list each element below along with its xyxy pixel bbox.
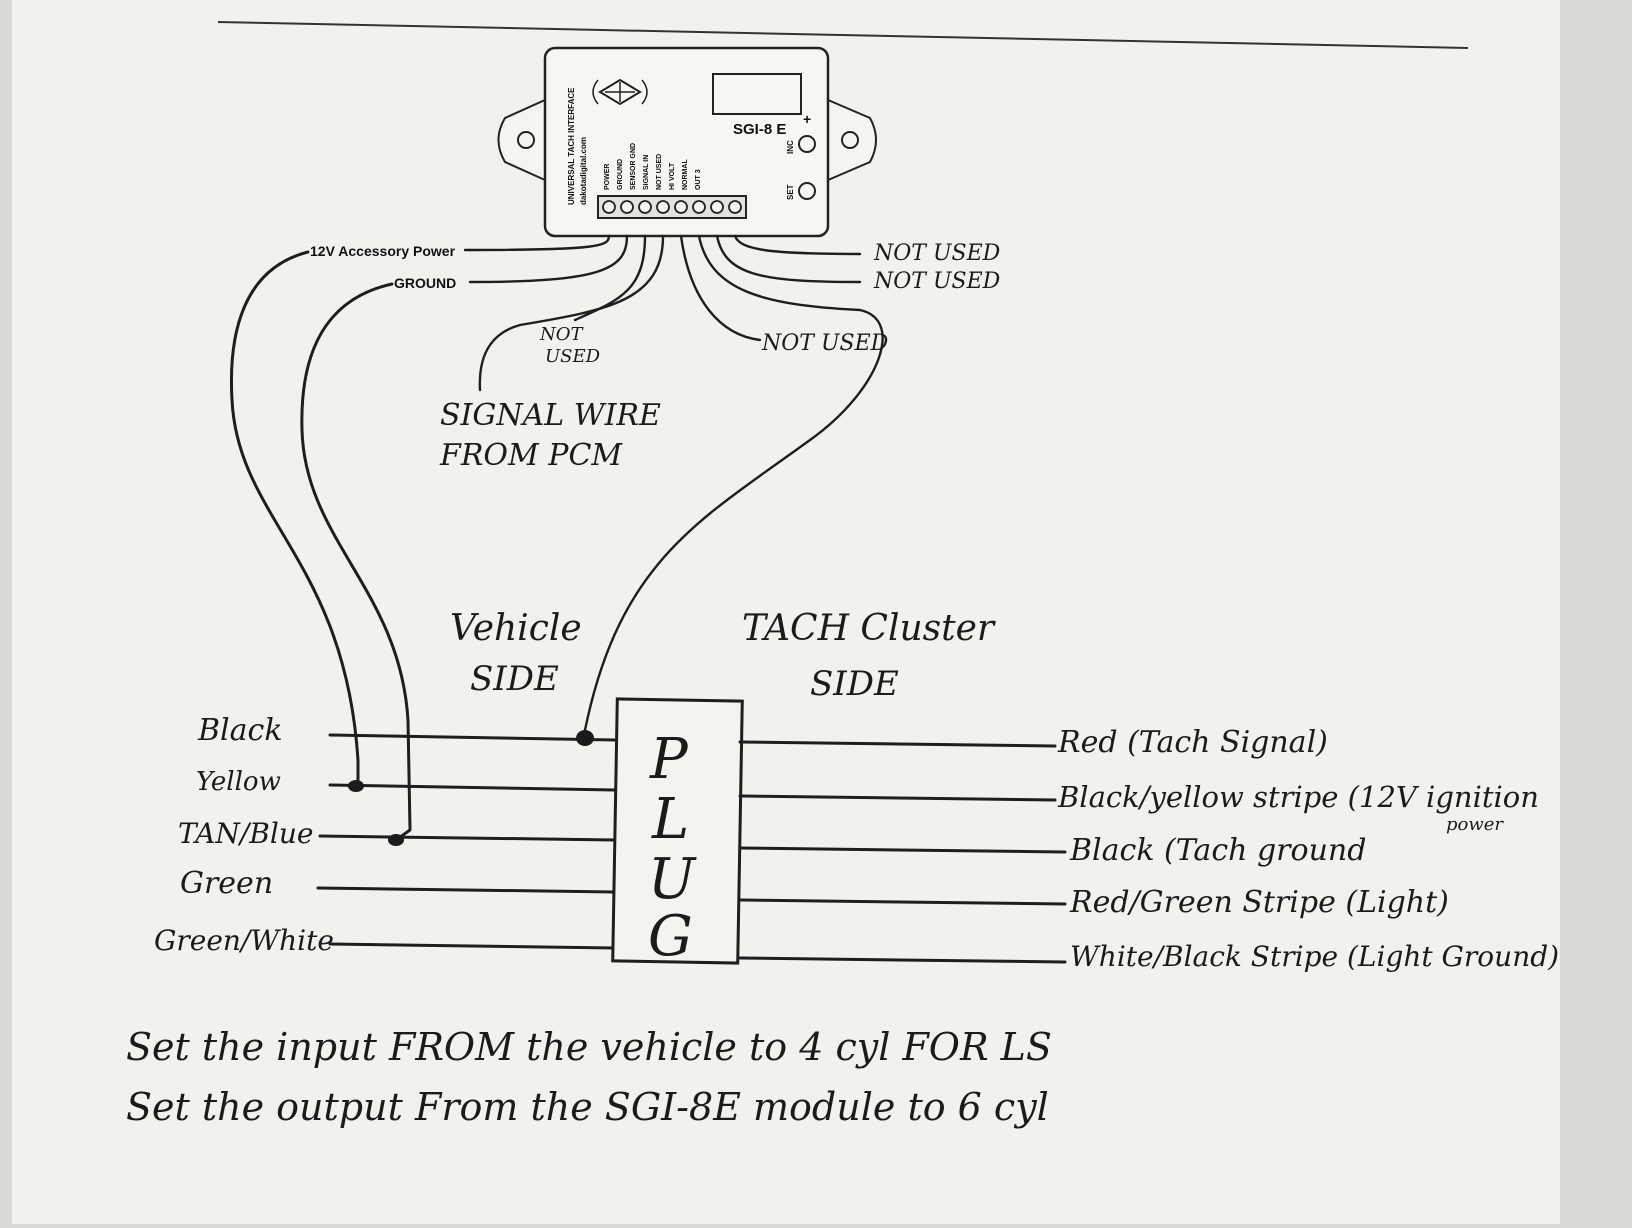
wire-power-out — [468, 234, 611, 252]
plug-letter-l: L — [651, 787, 689, 852]
terminal-label-sensor-gnd: SENSOR GND — [630, 143, 637, 190]
plug-letter-p: P — [649, 727, 689, 792]
wire-sensor-gnd-out — [573, 234, 647, 322]
vehicle-wire-label-green: Green — [180, 866, 273, 901]
module-flange — [497, 98, 877, 182]
plug-connector: P L U G — [611, 697, 744, 969]
vehicle-wire-label-black: Black — [197, 713, 283, 748]
set-button[interactable] — [798, 182, 816, 200]
plug-letter-g: G — [648, 904, 693, 969]
cluster-wire-label-red: Red (Tach Signal) — [1057, 725, 1328, 760]
cluster-wire-label-black: Black (Tach ground — [1069, 833, 1366, 868]
brand-line-2: dakotadigital.com — [579, 137, 588, 205]
label-signal-2: FROM PCM — [439, 438, 623, 473]
brand-logo — [592, 78, 648, 106]
inc-button-label: INC — [786, 140, 795, 154]
mount-hole-left — [517, 131, 535, 149]
wire-power-run — [229, 250, 360, 792]
splice-tan-blue — [388, 834, 404, 846]
wire-ground-run — [300, 282, 412, 842]
vehicle-wires — [316, 730, 617, 950]
cluster-wire-red-green — [738, 898, 1067, 906]
cluster-side-title: TACH Cluster — [742, 608, 996, 649]
inc-button[interactable] — [798, 135, 816, 153]
cluster-wire-black — [738, 846, 1067, 854]
vehicle-wire-black — [328, 733, 617, 742]
vehicle-wire-yellow — [328, 783, 617, 792]
terminal-label-out3: OUT 3 — [695, 169, 702, 190]
sgi-module: UNIVERSAL TACH INTERFACE dakotadigital.c… — [497, 46, 877, 238]
terminal-label-signal-in: SIGNAL IN — [643, 155, 650, 190]
splice-yellow — [348, 780, 364, 792]
wire-normal-out — [715, 234, 862, 284]
splice-black — [576, 730, 594, 746]
label-not-used-left-1: NOT — [539, 324, 585, 345]
label-ground: GROUND — [394, 275, 456, 291]
model-label: SGI-8 E — [733, 121, 786, 138]
module-body — [543, 46, 830, 238]
cluster-wire-label-white-black: White/Black Stripe (Light Ground) — [1070, 940, 1559, 973]
vehicle-side-sub: SIDE — [470, 659, 559, 699]
vehicle-wire-label-yellow: Yellow — [196, 767, 281, 797]
terminal-label-power: POWER — [604, 164, 611, 190]
wire-not-used-out — [679, 234, 762, 342]
plug-body — [611, 697, 744, 965]
cluster-wires — [738, 740, 1067, 964]
cluster-wire-red — [738, 740, 1057, 748]
set-button-label: SET — [786, 184, 795, 200]
wire-hi-volt-out — [583, 234, 884, 732]
brand-line-1: UNIVERSAL TACH INTERFACE — [567, 87, 576, 205]
vehicle-wire-green-white — [328, 942, 617, 950]
vehicle-wire-green — [316, 886, 617, 894]
wire-out3-out — [733, 234, 862, 256]
plus-sign: + — [803, 111, 811, 127]
cluster-wire-white-black — [738, 956, 1067, 964]
terminal-block — [597, 195, 747, 219]
label-not-used-3: NOT USED — [761, 331, 889, 356]
module-wires — [229, 234, 884, 842]
terminal-screws — [602, 200, 742, 214]
display-window — [712, 73, 802, 115]
terminal-label-ground: GROUND — [617, 159, 624, 190]
mount-hole-right — [841, 131, 859, 149]
cluster-wire-note-power: power — [1446, 814, 1504, 835]
label-not-used-1: NOT USED — [873, 241, 1001, 266]
wire-ground-out — [468, 234, 629, 284]
note-line-1: Set the input FROM the vehicle to 4 cyl … — [126, 1025, 1052, 1069]
plug-letter-u: U — [648, 847, 697, 912]
wire-signal-in-out — [478, 234, 665, 392]
label-not-used-left-2: USED — [545, 346, 601, 367]
vehicle-side-title: Vehicle — [450, 608, 582, 649]
vehicle-wire-label-green-white: Green/White — [154, 924, 334, 957]
vehicle-wire-label-tan-blue: TAN/Blue — [178, 817, 313, 850]
cluster-wire-label-red-green: Red/Green Stripe (Light) — [1069, 885, 1449, 920]
label-signal-1: SIGNAL WIRE — [440, 398, 661, 433]
cluster-wire-black-yellow — [738, 794, 1057, 802]
note-line-2: Set the output From the SGI-8E module to… — [126, 1085, 1049, 1129]
terminal-labels: POWER GROUND SENSOR GND SIGNAL IN NOT US… — [604, 143, 702, 190]
terminal-label-not-used: NOT USED — [656, 154, 663, 190]
top-rule — [217, 21, 1469, 49]
terminal-label-hi-volt: HI VOLT — [669, 162, 676, 190]
label-12v-power: 12V Accessory Power — [310, 243, 456, 259]
vehicle-wire-tan-blue — [318, 834, 617, 842]
terminal-label-normal: NORMAL — [682, 159, 689, 190]
label-not-used-2: NOT USED — [873, 269, 1001, 294]
cluster-wire-label-black-yellow: Black/yellow stripe (12V ignition — [1057, 780, 1539, 814]
cluster-side-sub: SIDE — [810, 664, 899, 704]
